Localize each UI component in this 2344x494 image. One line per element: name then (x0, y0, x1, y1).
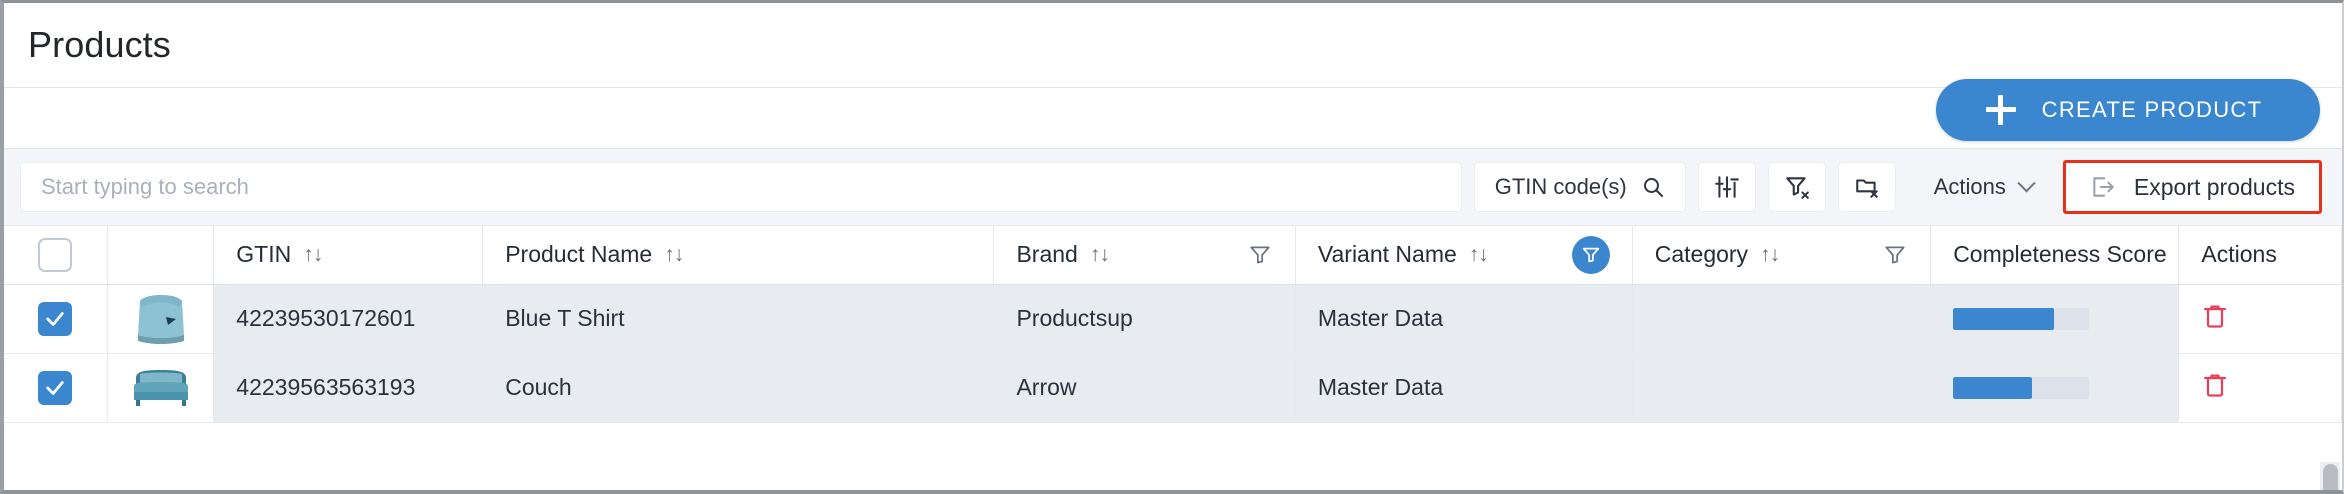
select-all-header (4, 226, 108, 285)
column-header-brand[interactable]: Brand ↑↓ (993, 226, 1296, 285)
trash-icon[interactable] (2201, 371, 2229, 399)
row-category (1632, 353, 1932, 423)
search-icon (1641, 175, 1665, 199)
filter-icon-brand[interactable] (1247, 242, 1273, 268)
table-toolbar: GTIN code(s) (4, 148, 2342, 226)
column-header-actions: Actions (2178, 226, 2342, 285)
column-label-category: Category (1654, 241, 1749, 268)
blue-couch-thumbnail (133, 369, 188, 406)
select-all-checkbox[interactable] (38, 237, 73, 272)
completeness-bar-fill (1953, 307, 2054, 330)
create-product-button[interactable]: CREATE PRODUCT (1936, 79, 2320, 141)
row-variant-name: Master Data (1295, 353, 1633, 423)
create-product-label: CREATE PRODUCT (2041, 97, 2263, 122)
column-header-variant-name[interactable]: Variant Name ↑↓ (1295, 226, 1633, 285)
row-gtin: 42239530172601 (213, 284, 484, 354)
column-label-brand: Brand (1016, 241, 1078, 268)
column-header-completeness-score[interactable]: Completeness Score (1930, 226, 2180, 285)
column-label-gtin: GTIN (236, 241, 292, 268)
column-header-category[interactable]: Category ↑↓ (1632, 226, 1932, 285)
row-brand: Productsup (993, 284, 1296, 354)
gtin-filter-button[interactable]: GTIN code(s) (1473, 162, 1686, 212)
search-box[interactable] (20, 162, 1462, 212)
row-thumbnail-cell (107, 284, 215, 354)
row-completeness-score (1930, 284, 2180, 354)
table-right-gutter (2316, 462, 2320, 490)
table-header: GTIN ↑↓ Product Name ↑↓ Brand (4, 226, 2342, 285)
gtin-filter-label: GTIN code(s) (1494, 174, 1627, 199)
row-thumbnail-cell (107, 353, 215, 423)
completeness-bar-fill (1953, 376, 2033, 399)
column-label-completeness-score: Completeness Score (1953, 241, 2167, 268)
plus-icon (1985, 95, 2016, 125)
sort-icon[interactable]: ↑↓ (1468, 243, 1489, 267)
row-actions-cell (2178, 353, 2342, 423)
chevron-down-icon (2017, 173, 2036, 192)
row-select-cell (4, 353, 108, 423)
export-icon (2090, 174, 2116, 200)
column-label-actions: Actions (2201, 241, 2277, 268)
filter-icon-category[interactable] (1882, 242, 1908, 268)
export-products-label: Export products (2133, 173, 2295, 200)
table-body: 42239530172601 Blue T Shirt Productsup M… (4, 284, 2342, 423)
sliders-icon (1714, 174, 1740, 200)
row-brand: Arrow (993, 353, 1296, 423)
column-label-variant-name: Variant Name (1317, 241, 1457, 268)
image-header (107, 226, 215, 285)
row-select-cell (4, 284, 108, 354)
column-settings-button[interactable] (1697, 162, 1756, 212)
table-row[interactable]: 42239530172601 Blue T Shirt Productsup M… (4, 284, 2342, 354)
vertical-scrollbar-thumb[interactable] (2323, 464, 2338, 490)
row-product-name: Couch (482, 353, 995, 423)
trash-icon[interactable] (2201, 302, 2229, 330)
row-gtin: 42239563563193 (213, 353, 484, 423)
page-header: Products (4, 3, 2342, 88)
completeness-bar-track (1953, 307, 2090, 330)
page-title: Products (28, 24, 171, 65)
sort-icon[interactable]: ↑↓ (664, 243, 684, 267)
create-product-strip: CREATE PRODUCT (4, 79, 2342, 148)
column-header-product-name[interactable]: Product Name ↑↓ (482, 226, 995, 285)
folder-remove-icon (1854, 174, 1880, 200)
sort-icon[interactable]: ↑↓ (303, 243, 323, 267)
completeness-bar-track (1953, 376, 2090, 399)
clear-filters-button[interactable] (1767, 162, 1826, 212)
row-category (1632, 284, 1932, 354)
search-input[interactable] (41, 174, 1441, 200)
products-table-wrapper: GTIN ↑↓ Product Name ↑↓ Brand (4, 226, 2342, 490)
clear-selection-button[interactable] (1837, 162, 1896, 212)
row-actions-cell (2178, 284, 2342, 354)
products-table: GTIN ↑↓ Product Name ↑↓ Brand (4, 226, 2342, 423)
filter-remove-icon (1784, 174, 1810, 200)
actions-label: Actions (1933, 174, 2006, 199)
sort-icon[interactable]: ↑↓ (1089, 243, 1110, 267)
column-label-product-name: Product Name (505, 241, 653, 268)
export-products-button[interactable]: Export products (2062, 160, 2322, 214)
row-checkbox[interactable] (38, 370, 73, 405)
row-checkbox[interactable] (38, 301, 73, 336)
table-header-row: GTIN ↑↓ Product Name ↑↓ Brand (4, 226, 2342, 285)
row-product-name: Blue T Shirt (482, 284, 995, 354)
row-completeness-score (1930, 353, 2180, 423)
vertical-scrollbar[interactable] (2320, 462, 2340, 490)
actions-dropdown[interactable]: Actions (1908, 162, 2051, 212)
row-variant-name: Master Data (1295, 284, 1633, 354)
filter-icon-variant-name-active[interactable] (1571, 235, 1610, 274)
column-header-gtin[interactable]: GTIN ↑↓ (213, 226, 484, 285)
table-row[interactable]: 42239563563193 Couch Arrow Master Data (4, 353, 2342, 423)
folded-blue-tshirt-thumbnail (137, 294, 184, 344)
sort-icon[interactable]: ↑↓ (1760, 243, 1780, 267)
